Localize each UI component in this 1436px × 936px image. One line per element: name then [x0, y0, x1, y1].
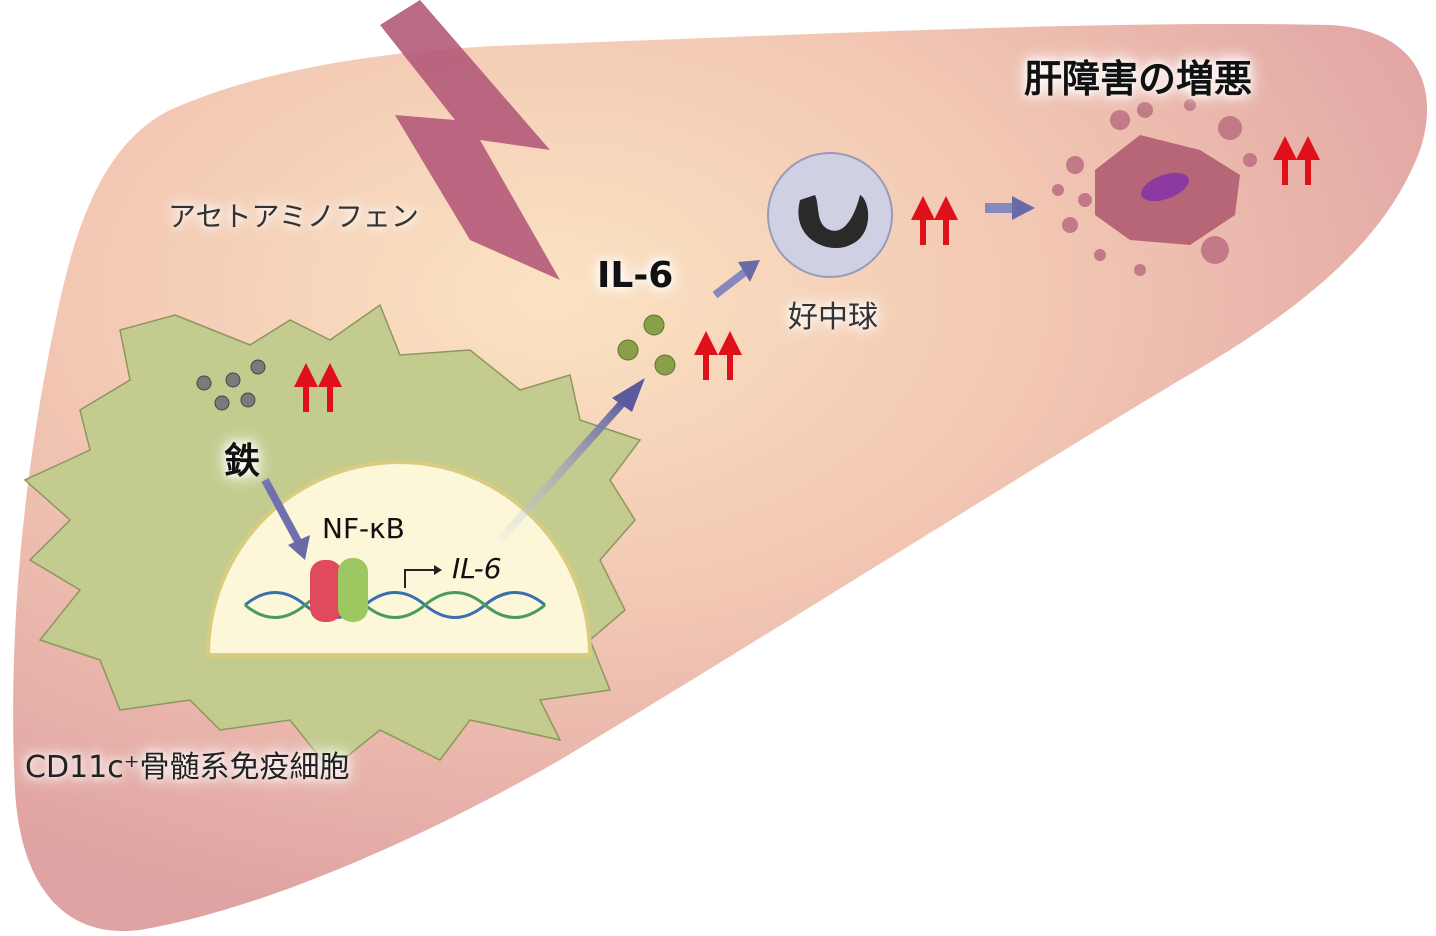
iron-to-nfkb-arrow — [261, 478, 304, 547]
il6-gene-label: IL-6 — [452, 552, 502, 585]
nfkb-subunit-green — [338, 558, 368, 622]
drug-label: アセトアミノフェン — [168, 200, 419, 233]
neutrophil-nucleus — [798, 195, 869, 248]
transcription-start-arrow — [404, 569, 438, 588]
damaged-hepatocyte — [1052, 99, 1257, 276]
lightning-bolt-icon — [380, 0, 560, 280]
iron-label: 鉄 — [224, 441, 261, 482]
neutrophil-cell — [767, 152, 893, 278]
iron-particles — [196, 359, 266, 411]
increase-arrows — [294, 136, 1320, 412]
dna-strand — [244, 591, 546, 619]
outcome-title: 肝障害の増悪 — [1024, 57, 1253, 101]
cell-label: CD11c⁺骨髄系免疫細胞 — [25, 750, 350, 785]
il6-to-neutrophil-arrow — [712, 268, 748, 299]
il6-particles — [617, 314, 676, 376]
il6-protein-label: IL-6 — [597, 255, 674, 296]
neutrophil-label: 好中球 — [788, 300, 878, 335]
il6-secretion-arrow — [497, 397, 628, 543]
nfkb-subunit-red — [310, 560, 342, 622]
nfkb-label: NF-κB — [322, 512, 405, 545]
